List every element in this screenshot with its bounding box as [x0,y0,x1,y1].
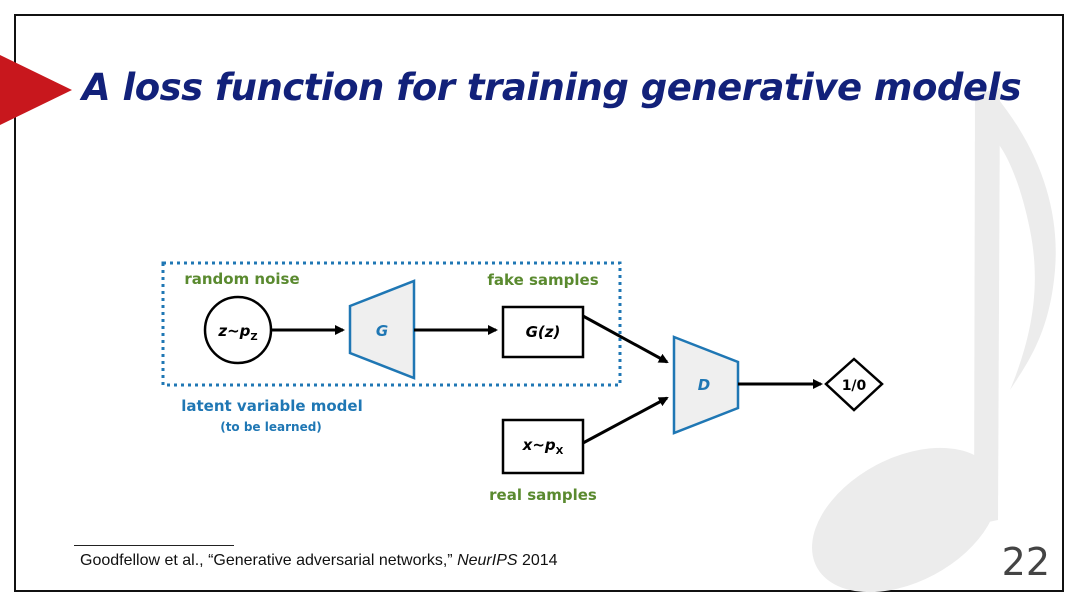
fake-sample-node [501,305,585,359]
slide-title: A loss function for training generative … [82,66,1022,109]
footnote-venue: NeurIPS [457,552,518,569]
play-triangle-icon [0,55,72,125]
generator-block [348,279,416,380]
fake-sample-close: ) [553,323,561,341]
real-sample-node [501,418,585,475]
output-label: 1/0 [842,378,867,394]
generator-label: G [376,322,388,340]
discriminator-label: D [698,376,710,394]
output-node [824,357,884,412]
real-sample-base: x~p [522,436,556,454]
real-sample-text: x~pX [522,436,564,457]
fake-sample-var: z [544,323,554,341]
arrow-fake-to-discriminator [582,314,669,364]
latent-model-box [161,261,622,387]
latent-model-label: latent variable model [181,397,363,415]
footnote-year: 2014 [517,552,558,569]
latent-noise-sub: Z [250,332,257,343]
fake-sample-base: G( [526,323,546,341]
latent-noise-base: z~p [217,322,250,340]
arrow-real-to-discriminator [582,396,669,445]
fake-sample-text: G(z) [526,323,561,341]
fake-samples-label: fake samples [487,271,598,289]
page-number: 22 [1001,540,1050,584]
discriminator-block [672,335,740,435]
random-noise-label: random noise [184,270,299,288]
latent-model-sublabel: (to be learned) [220,420,322,434]
footnote-etal: et al., “Generative adversarial networks… [160,552,458,569]
footnote: Goodfellow et al., “Generative adversari… [80,552,558,570]
real-sample-sub: X [556,446,564,457]
footnote-rule [74,545,234,546]
real-samples-label: real samples [489,486,597,504]
latent-noise-text: z~pZ [217,322,257,343]
footnote-authors: Goodfellow [80,552,161,569]
